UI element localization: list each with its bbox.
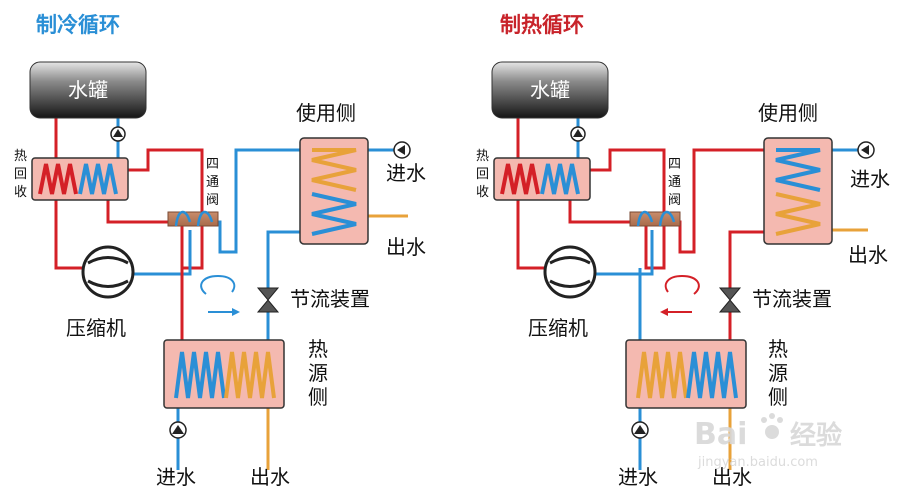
heating-tank-pump-icon: [570, 126, 586, 142]
source-side-char: 侧: [308, 385, 328, 409]
heating-tank: 水罐: [491, 61, 609, 119]
heating-cycle: 制热循环 水罐: [476, 13, 890, 489]
heating-user-water-in-pump-icon: [857, 141, 875, 159]
heating-heat-recovery: [493, 157, 591, 201]
cooling-user-side-exchanger: [299, 137, 369, 245]
source-side-char: 热: [768, 337, 788, 361]
cooling-compressor: [81, 245, 135, 299]
heating-tank-label: 水罐: [530, 78, 570, 102]
heating-user-water-out: 出水: [848, 243, 888, 267]
valve-char: 阀: [206, 193, 219, 208]
cooling-throttle-label: 节流装置: [290, 287, 370, 311]
cooling-heat-recovery-label: 热 回 收: [14, 149, 27, 200]
heating-flow-arrow-icon: [660, 274, 700, 316]
cooling-source-side-label: 热 源 侧: [308, 337, 328, 409]
heat-recovery-char: 回: [14, 167, 27, 182]
heating-source-water-in: 进水: [618, 465, 658, 489]
heat-recovery-char: 收: [476, 185, 489, 200]
cooling-cycle: 制冷循环: [14, 13, 426, 489]
cooling-user-water-in: 进水: [386, 161, 426, 185]
source-side-char: 源: [308, 361, 328, 385]
heating-source-water-out: 出水: [712, 465, 752, 489]
heating-source-side-label: 热 源 侧: [768, 337, 788, 409]
valve-char: 通: [668, 175, 681, 190]
heating-pipes: [516, 118, 868, 470]
source-side-char: 侧: [768, 385, 788, 409]
heating-heat-recovery-label: 热 回 收: [476, 149, 489, 200]
valve-char: 四: [668, 157, 681, 172]
heating-compressor-label: 压缩机: [528, 316, 588, 340]
paw-icon: [761, 413, 783, 439]
heating-throttle-valve-icon: [718, 287, 742, 313]
cooling-four-way-valve-label: 四 通 阀: [206, 157, 219, 208]
heating-user-side-label: 使用侧: [758, 101, 818, 125]
baidu-watermark: Bai 经验 jingyan.baidu.com: [694, 413, 842, 470]
cooling-source-water-in: 进水: [156, 465, 196, 489]
heating-four-way-valve-label: 四 通 阀: [668, 157, 681, 208]
cooling-source-water-out: 出水: [250, 465, 290, 489]
cooling-tank: 水罐: [29, 61, 147, 119]
source-side-char: 热: [308, 337, 328, 361]
cooling-throttle-valve-icon: [256, 287, 280, 313]
cooling-source-side-exchanger: [163, 339, 285, 409]
heating-source-water-in-pump-icon: [631, 421, 649, 439]
cooling-title: 制冷循环: [36, 13, 120, 37]
cooling-user-side-label: 使用侧: [296, 101, 356, 125]
heating-throttle-label: 节流装置: [752, 287, 832, 311]
cooling-tank-pump-icon: [110, 126, 126, 142]
valve-char: 阀: [668, 193, 681, 208]
heating-compressor: [543, 245, 597, 299]
cooling-user-water-in-pump-icon: [393, 141, 411, 159]
heat-recovery-char: 热: [476, 149, 489, 164]
source-side-char: 源: [768, 361, 788, 385]
valve-char: 四: [206, 157, 219, 172]
heating-four-way-valve: [629, 210, 681, 227]
cooling-tank-label: 水罐: [68, 78, 108, 102]
watermark-brand: Bai: [694, 417, 747, 452]
heat-recovery-char: 热: [14, 149, 27, 164]
heating-title: 制热循环: [500, 13, 584, 37]
heating-user-side-exchanger: [763, 137, 833, 245]
cooling-source-water-in-pump-icon: [169, 421, 187, 439]
watermark-brand-tail: 经验: [790, 420, 842, 451]
cooling-four-way-valve: [167, 210, 219, 227]
valve-char: 通: [206, 175, 219, 190]
heating-user-water-in: 进水: [850, 167, 890, 191]
cooling-heat-recovery: [31, 157, 129, 201]
heating-source-side-exchanger: [625, 339, 747, 409]
heat-recovery-char: 回: [476, 167, 489, 182]
heat-recovery-char: 收: [14, 185, 27, 200]
cooling-user-water-out: 出水: [386, 235, 426, 259]
cooling-compressor-label: 压缩机: [66, 316, 126, 340]
cooling-flow-arrow-icon: [200, 274, 240, 316]
watermark-url: jingyan.baidu.com: [697, 455, 818, 470]
